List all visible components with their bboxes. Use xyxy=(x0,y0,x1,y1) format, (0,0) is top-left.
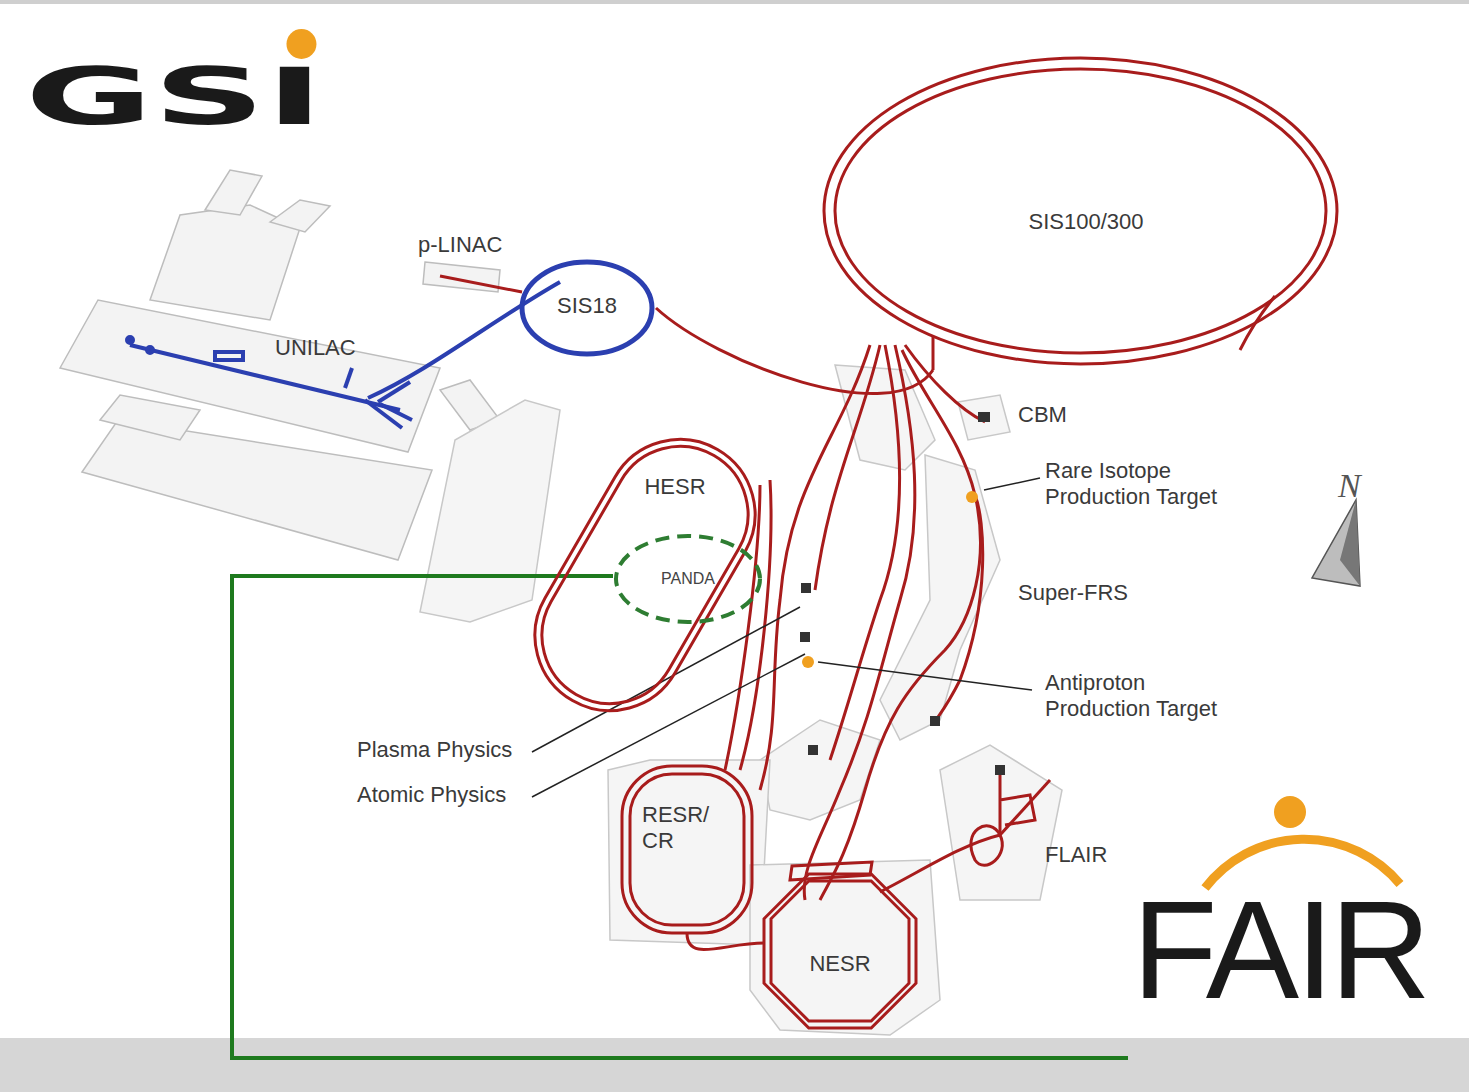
target-stations-part xyxy=(800,632,810,642)
gsi-buildings-part xyxy=(205,170,262,215)
facility-label: CBM xyxy=(1018,402,1067,428)
frame-part xyxy=(0,0,1469,4)
octagon-outer xyxy=(764,874,916,1028)
ring xyxy=(522,262,652,354)
leader-lines-part xyxy=(818,662,1032,690)
beam-lines-part xyxy=(1000,780,1050,835)
beam-lines-part xyxy=(815,345,880,590)
unilac-beamline-part xyxy=(380,404,412,420)
resr-outline xyxy=(618,762,756,937)
beam-lines-part xyxy=(830,345,899,760)
logo-text: GSI xyxy=(25,58,323,136)
beam-lines xyxy=(440,276,1275,900)
synchrotron-ring: SIS100/300 xyxy=(818,52,1343,370)
gsi-buildings xyxy=(60,170,500,560)
unilac-beamline-part xyxy=(345,368,352,388)
unilac-beamline-part xyxy=(365,400,402,428)
north-arrow-part xyxy=(1312,500,1360,586)
ring-inner xyxy=(630,774,744,925)
dashed-ellipse xyxy=(616,536,760,622)
facility-label: Plasma Physics xyxy=(357,737,512,763)
facility-label: Atomic Physics xyxy=(357,782,506,808)
node-label: SIS18 xyxy=(557,293,617,319)
beam-lines-part xyxy=(935,495,983,722)
beam-lines-part xyxy=(820,350,980,900)
ring-outer xyxy=(824,58,1337,364)
racetrack-outer xyxy=(508,412,783,738)
storage-ring: NESR xyxy=(762,872,918,1030)
facility-label: UNILAC xyxy=(275,335,356,361)
target-stations xyxy=(800,412,1005,775)
leader-lines xyxy=(532,478,1040,797)
gsi-buildings-part xyxy=(423,262,500,292)
beam-lines-part xyxy=(971,826,1002,865)
beam-line xyxy=(687,933,764,950)
experiment-marker: PANDA xyxy=(613,533,763,625)
target-stations-part xyxy=(995,765,1005,775)
synchrotron-ring: SIS18 xyxy=(518,258,656,358)
logo-text: FAIR xyxy=(1132,880,1427,1020)
beam-lines-part xyxy=(760,345,870,790)
leader-lines-part xyxy=(532,607,800,752)
target-stations-part xyxy=(801,583,811,593)
target-stations-part xyxy=(808,745,818,755)
facility-label: Antiproton Production Target xyxy=(1045,670,1245,723)
storage-ring: HESR PANDA xyxy=(500,435,790,715)
compass-letter: N xyxy=(1338,466,1361,507)
beam-lines-part xyxy=(440,276,522,292)
octagon-inner xyxy=(771,881,909,1021)
unilac-beamline xyxy=(127,282,560,428)
facility-label: Super-FRS xyxy=(1018,580,1128,606)
leader-lines-part xyxy=(984,478,1040,490)
fair-logo-mark xyxy=(1205,796,1400,888)
racetrack xyxy=(508,412,783,738)
beam-lines-part xyxy=(790,862,872,880)
facility-label: FLAIR xyxy=(1045,842,1107,868)
node-label: RESR/ CR xyxy=(642,802,712,855)
frame-part xyxy=(0,1038,1469,1092)
unilac-beamline-part xyxy=(127,337,133,343)
logo-dot xyxy=(286,29,316,59)
storage-ring: RESR/ CR xyxy=(618,762,756,937)
node-label: PANDA xyxy=(661,569,715,588)
fair-logo-mark-part xyxy=(1274,796,1306,828)
racetrack-inner xyxy=(517,421,773,728)
facility-buildings-part xyxy=(608,760,770,945)
unilac-beamline-part xyxy=(368,282,560,398)
north-arrow xyxy=(1312,500,1360,586)
gsi-buildings-part xyxy=(82,420,432,560)
facility-label: Rare Isotope Production Target xyxy=(1045,458,1245,511)
beam-lines-part xyxy=(804,345,915,900)
unilac-beamline-part xyxy=(130,345,400,410)
facility-buildings-part xyxy=(420,400,560,622)
target-stations-part xyxy=(978,412,990,422)
target-stations-part xyxy=(966,491,978,503)
ring-outer xyxy=(622,766,752,933)
facility-buildings-part xyxy=(958,395,1010,440)
unilac-beamline-part xyxy=(215,352,243,360)
target-stations-part xyxy=(802,656,814,668)
node-label: HESR xyxy=(644,474,705,500)
gsi-buildings-part xyxy=(270,200,330,232)
node-label: NESR xyxy=(809,951,870,977)
ring-inner xyxy=(835,69,1326,353)
ring-stub xyxy=(932,336,935,370)
facility-buildings-part xyxy=(750,860,940,1035)
facility-buildings-part xyxy=(940,745,1062,900)
node-label: SIS100/300 xyxy=(1029,209,1144,235)
beam-line xyxy=(656,308,933,394)
unilac-beamline-part xyxy=(147,347,153,353)
target-stations-part xyxy=(930,716,940,726)
gsi-buildings-part xyxy=(100,395,200,440)
north-arrow-part xyxy=(1340,500,1360,586)
facility-label: p-LINAC xyxy=(418,232,502,258)
